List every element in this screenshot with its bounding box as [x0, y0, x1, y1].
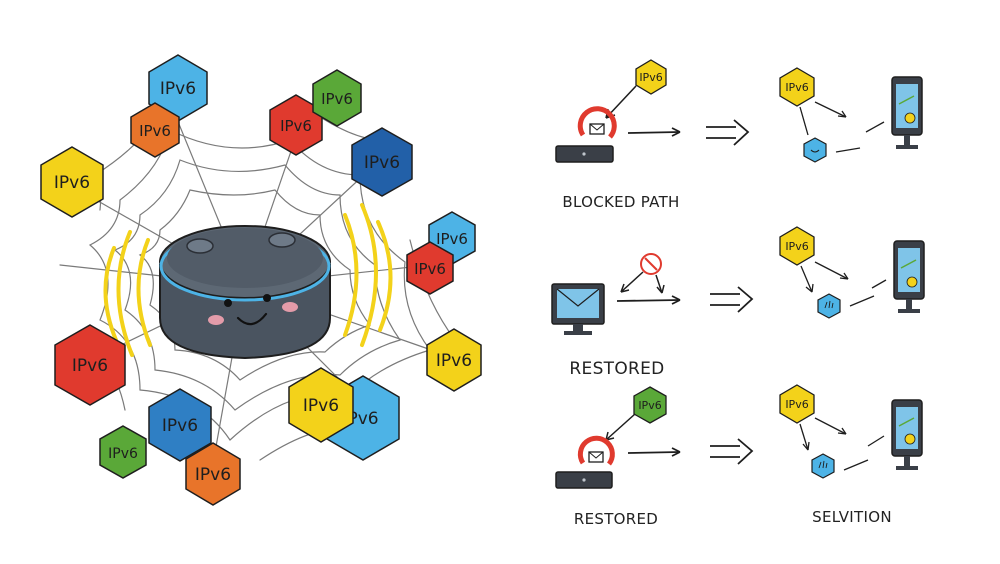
ipv6-hex: IPv6 [312, 69, 362, 127]
router-with-blocked-magnet-icon [555, 106, 617, 163]
ipv6-hex: IPv6 [130, 102, 180, 158]
ipv6-hex: IPv6 [185, 442, 241, 506]
speaker-eye-right [263, 294, 271, 302]
ipv6-hex: IPv6 [99, 425, 147, 479]
svg-text:IPv6: IPv6 [108, 446, 138, 462]
smart-speaker-character [159, 225, 331, 360]
phone-kiosk-icon [891, 399, 923, 470]
svg-text:IPv6: IPv6 [785, 398, 808, 411]
svg-text:IPv6: IPv6 [72, 356, 108, 376]
svg-text:IPv6: IPv6 [195, 465, 231, 485]
ipv6-hex: IPv6 [148, 388, 212, 462]
row-caption: RESTORED [569, 359, 664, 379]
hand-hex-icon [811, 453, 835, 479]
svg-text:IPv6: IPv6 [321, 90, 353, 108]
svg-text:IPv6: IPv6 [638, 399, 661, 412]
row-caption: BLOCKED PATH [562, 193, 679, 211]
monitor-mail-icon [551, 283, 605, 335]
svg-text:IPv6: IPv6 [303, 396, 339, 416]
row-restored-1: RESTORED IPv6 [551, 226, 925, 379]
ipv6-hex: IPv6 [426, 328, 482, 392]
svg-text:IPv6: IPv6 [785, 81, 808, 94]
ipv6-hex: IPv6 [54, 324, 126, 406]
svg-text:IPv6: IPv6 [54, 173, 90, 193]
svg-text:IPv6: IPv6 [639, 71, 662, 84]
arrow-right-icon [616, 295, 681, 305]
ipv6-hex-cluster: IPv6 IPv6 IPv6 IPv6 IPv6 IPv6 IPv6 IPv6 [40, 54, 482, 506]
double-arrow-icon [706, 119, 750, 146]
ipv6-hex: IPv6 [351, 127, 413, 197]
double-arrow-icon [710, 286, 754, 313]
svg-text:IPv6: IPv6 [162, 416, 198, 436]
svg-text:IPv6: IPv6 [280, 117, 312, 135]
ipv6-hex: IPv6 [779, 226, 815, 266]
svg-text:IPv6: IPv6 [785, 240, 808, 253]
ipv6-hex: IPv6 [40, 146, 104, 218]
speaker-eye-left [224, 299, 232, 307]
speaker-button-left [186, 238, 214, 254]
row-blocked-path: IPv6 BLOCKED PATH IPv6 [555, 59, 923, 211]
svg-text:IPv6: IPv6 [436, 351, 472, 371]
double-arrow-icon [710, 438, 754, 465]
ipv6-hex: IPv6 [288, 367, 354, 443]
row-restored-2: IPv6 RESTORED IPv6 [555, 384, 923, 528]
phone-kiosk-icon [893, 240, 925, 313]
result-caption: SELVITION [812, 508, 892, 526]
speaker-button-right [268, 232, 296, 248]
sound-waves [103, 203, 393, 357]
svg-text:IPv6: IPv6 [364, 153, 400, 173]
arrow-right-icon [627, 127, 681, 137]
hand-hex-icon [817, 293, 841, 319]
row-caption: RESTORED [574, 510, 658, 528]
ipv6-hex: IPv6 [779, 384, 815, 424]
ipv6-hex: IPv6 [633, 386, 667, 424]
svg-text:IPv6: IPv6 [436, 230, 468, 248]
svg-text:Pv6: Pv6 [347, 409, 378, 429]
no-entry-icon [640, 253, 662, 275]
svg-text:IPv6: IPv6 [160, 79, 196, 99]
ipv6-hex: IPv6 [406, 241, 454, 295]
svg-text:IPv6: IPv6 [414, 260, 446, 278]
ipv6-hex: IPv6 [635, 59, 667, 95]
speaker-smile [236, 312, 268, 326]
svg-text:IPv6: IPv6 [139, 122, 171, 140]
phone-kiosk-icon [891, 76, 923, 149]
router-with-blocked-magnet-icon [555, 435, 615, 489]
ipv6-hex: IPv6 [779, 67, 815, 107]
smiling-hex-icon [803, 137, 827, 163]
arrow-right-icon [627, 447, 681, 457]
